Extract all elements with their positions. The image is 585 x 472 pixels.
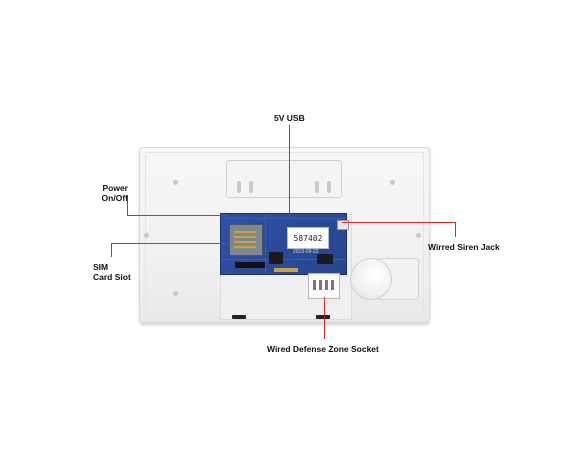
speaker-grille [350, 258, 392, 300]
callout-line-sim [111, 243, 229, 244]
screw-hole-icon [173, 291, 178, 296]
screw-hole-icon [390, 180, 395, 185]
sim-contact [234, 241, 256, 243]
rubber-foot [316, 315, 330, 319]
sim-contact [234, 231, 256, 233]
label-power-line1: Power [102, 183, 128, 193]
bracket-slot [249, 181, 253, 193]
serial-sticker: 587402 [287, 227, 329, 249]
board-date: 2019-09-22 [293, 249, 319, 255]
bracket-slot [327, 181, 331, 193]
callout-line-usb [289, 125, 290, 217]
callout-line-power [127, 196, 128, 215]
callout-line-siren [342, 222, 455, 223]
label-sim-line2: Card Siot [93, 272, 131, 282]
screw-hole-icon [144, 233, 149, 238]
pcb-trace [221, 218, 346, 219]
gold-connector-strip [274, 268, 298, 272]
callout-line-power [127, 215, 227, 216]
pcb-trace [221, 259, 346, 260]
socket-pin [319, 280, 322, 290]
callout-line-siren [455, 222, 456, 237]
siren-jack-connector [337, 220, 349, 230]
defense-zone-socket [308, 273, 340, 299]
chip [317, 254, 333, 264]
bracket-slot [237, 181, 241, 193]
screw-hole-icon [173, 180, 178, 185]
bracket-slot [315, 181, 319, 193]
label-usb: 5V USB [274, 113, 305, 123]
socket-pin [331, 280, 334, 290]
socket-pin [313, 280, 316, 290]
label-zone: Wired Defense Zone Socket [267, 344, 379, 354]
label-power-line2: On/Off [101, 193, 128, 203]
sim-card-holder [229, 224, 263, 256]
label-sim-line1: SIM [93, 262, 109, 272]
chip [269, 252, 283, 264]
circuit-board: 587402 2019-09-22 [220, 213, 349, 275]
socket-pin [325, 280, 328, 290]
wall-mount-bracket [226, 160, 342, 198]
pcb-trace [265, 214, 266, 274]
screw-hole-icon [416, 233, 421, 238]
sim-contact [234, 246, 256, 248]
sim-contact [234, 236, 256, 238]
rubber-foot [232, 315, 246, 319]
connector-strip [235, 262, 265, 268]
label-siren: Wirred Siren Jack [428, 242, 500, 252]
callout-line-zone [324, 297, 325, 339]
callout-line-sim [111, 243, 112, 257]
